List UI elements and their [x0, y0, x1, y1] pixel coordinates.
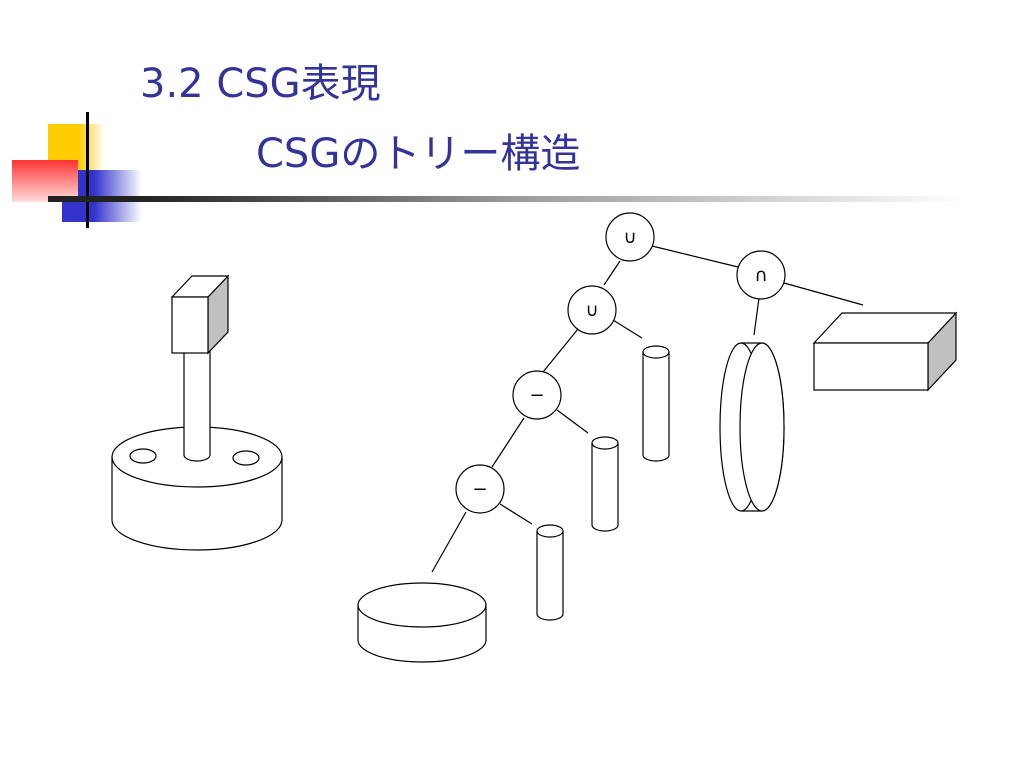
right-hole — [232, 450, 260, 466]
node-root-union: ∪ — [605, 212, 655, 262]
difference-operator-label: − — [472, 479, 487, 500]
title-underline — [48, 196, 968, 202]
leaf-cylinder-upper — [642, 345, 670, 462]
difference-operator-label: − — [529, 385, 544, 406]
leaf-thin-disk — [719, 342, 785, 512]
top-box — [170, 274, 230, 355]
intersection-operator-label: ∩ — [754, 265, 767, 286]
slide-title: 3.2 CSG表現 — [140, 61, 381, 107]
slide-subtitle: CSGのトリー構造 — [256, 131, 581, 177]
node-difference-lower: − — [455, 464, 505, 514]
left-hole — [129, 448, 157, 464]
leaf-box — [812, 311, 958, 392]
union-operator-label: ∪ — [623, 227, 636, 248]
leaf-disk-cylinder — [357, 582, 487, 663]
node-intersection: ∩ — [736, 250, 786, 300]
deco-red-block — [12, 160, 78, 202]
leaf-cylinder-lower — [536, 524, 564, 621]
tree-edges — [431, 245, 864, 573]
leaf-cylinder-middle — [591, 436, 619, 532]
deco-vertical-line — [86, 112, 89, 228]
node-union-left: ∪ — [567, 285, 617, 335]
union-operator-label: ∪ — [585, 300, 598, 321]
assembled-object — [111, 274, 283, 551]
pillar-cylinder — [183, 340, 211, 462]
node-difference-upper: − — [512, 370, 562, 420]
